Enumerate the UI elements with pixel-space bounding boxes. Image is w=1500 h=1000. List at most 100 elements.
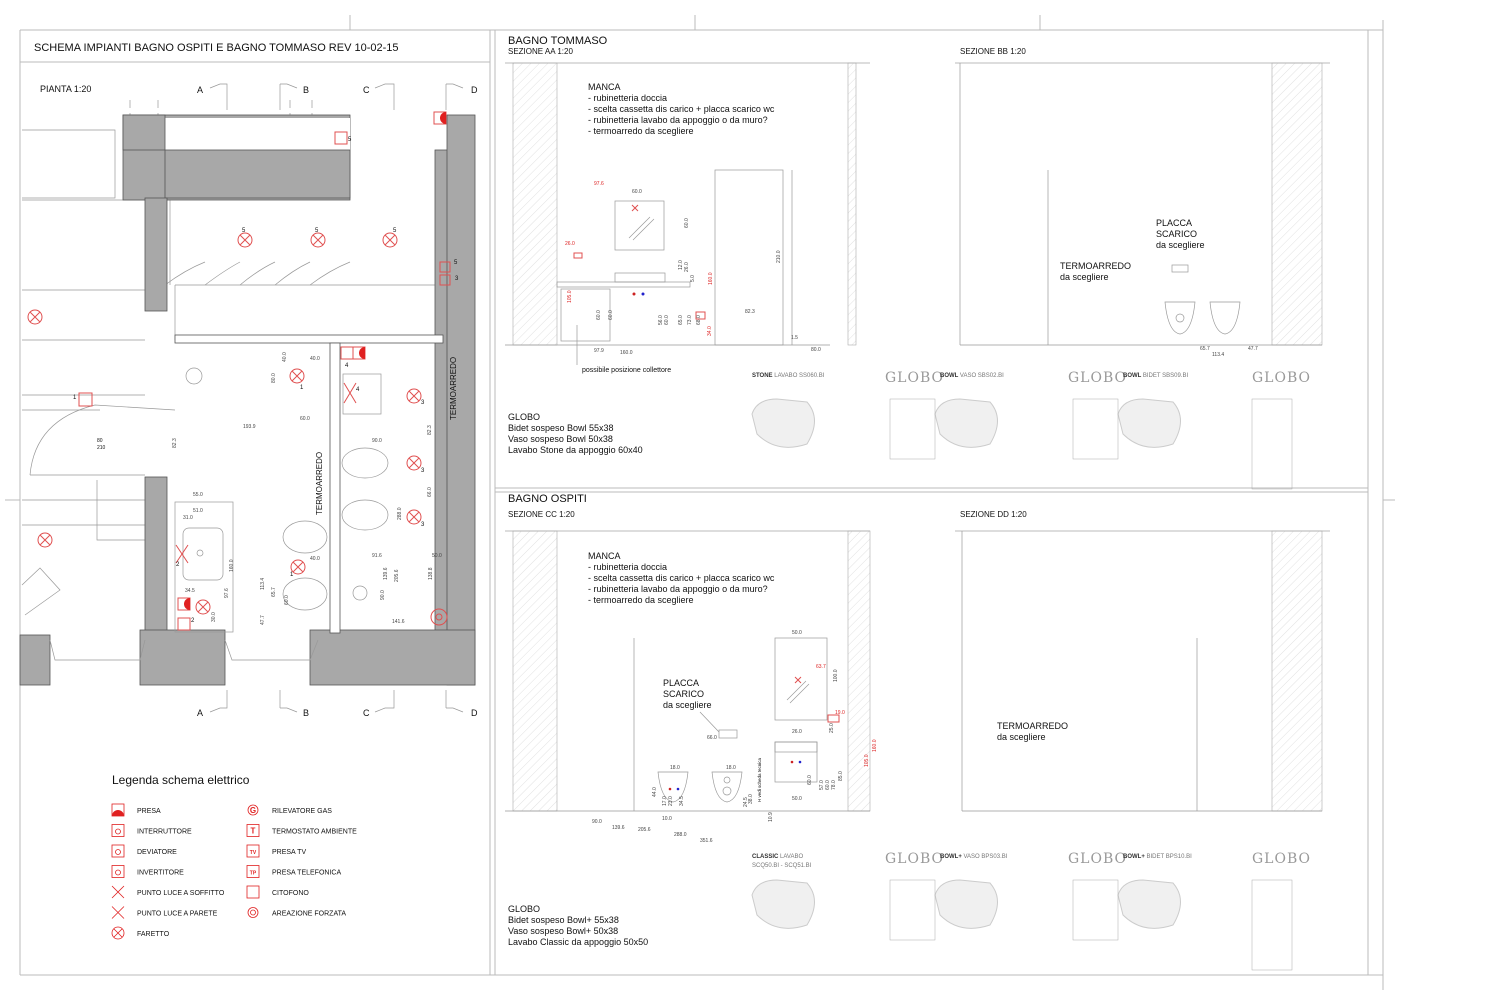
manca-title: MANCA <box>588 82 621 92</box>
product-name: STONE LAVABO SS060.BI <box>752 373 825 379</box>
globo-line: Bidet sospeso Bowl+ 55x38 <box>508 915 619 925</box>
technical-drawing <box>889 879 936 941</box>
marker-d-top: D <box>471 85 478 95</box>
placca-label: PLACCA <box>1156 218 1192 228</box>
dimension-label: 57.0 <box>819 780 825 790</box>
bagno-tommaso: BAGNO TOMMASO SEZIONE AA 1:20 SEZIONE BB… <box>505 35 1330 490</box>
dimension-label: 80.0 <box>271 373 277 383</box>
manca-item: - termoarredo da scegliere <box>588 126 694 136</box>
product-card: GLOBO <box>1251 370 1310 490</box>
door-height: 210 <box>97 445 106 451</box>
dimension-label: 90.0 <box>380 590 386 600</box>
faretto-icon <box>382 232 398 248</box>
presa-tv-icon <box>246 844 260 858</box>
dimension-label: 160.0 <box>708 272 714 285</box>
circuit-number: 3 <box>421 522 425 528</box>
dimension-label: 34.5 <box>185 588 195 594</box>
technical-drawing <box>1251 398 1293 490</box>
manca-item: - rubinetteria lavabo da appoggio o da m… <box>588 584 768 594</box>
product-image <box>1117 879 1181 929</box>
section-dd-label: SEZIONE DD 1:20 <box>960 510 1027 519</box>
faretto-icon <box>195 599 211 615</box>
circuit-numbers: 5 5 5 5 5 3 1 1 4 4 3 3 3 2 2 1 <box>73 137 459 624</box>
plan-fixtures <box>21 367 448 633</box>
faretto-icon <box>290 559 306 575</box>
manca-item: - rubinetteria doccia <box>588 93 667 103</box>
bagno-tommaso-title: BAGNO TOMMASO <box>508 35 608 47</box>
dimension-label: 80.0 <box>811 347 821 353</box>
product-image <box>1117 398 1181 448</box>
dimension-label: 26.0 <box>565 241 575 247</box>
placca-label: da scegliere <box>663 700 712 710</box>
legend-label: PRESA <box>137 808 161 815</box>
dimension-label: 56.0 <box>658 315 664 325</box>
dimension-label: 90.0 <box>372 438 382 444</box>
dimension-label: 60.0 <box>807 775 813 785</box>
dimension-label: 24.5 <box>743 797 749 807</box>
dimension-label: 68.0 <box>696 315 702 325</box>
dimension-label: 65.7 <box>271 587 277 597</box>
rilevatore-gas-icon <box>247 804 259 816</box>
faretto-icon <box>406 388 422 404</box>
product-image <box>934 879 998 929</box>
dimension-label: 160.0 <box>872 739 878 752</box>
legend-label: TERMOSTATO AMBIENTE <box>272 829 357 836</box>
dimension-label: 60.0 <box>825 780 831 790</box>
dimension-label: 288.0 <box>397 507 403 520</box>
legend-item: DEVIATORE <box>111 844 177 858</box>
dimension-label: 1.5 <box>791 335 798 341</box>
dimension-label: 34.5 <box>679 796 685 806</box>
technical-drawing <box>889 398 936 460</box>
dimension-label: 40.0 <box>310 556 320 562</box>
legend-item: PRESA <box>111 803 161 817</box>
dimension-label: 193.9 <box>243 424 256 430</box>
product-card: STONE LAVABO SS060.BI <box>751 373 825 448</box>
marker-a-top: A <box>197 85 203 95</box>
bagno-ospiti-title: BAGNO OSPITI <box>508 493 587 505</box>
circuit-number: 3 <box>421 468 425 474</box>
product-name: BOWL BIDET SBS09.BI <box>1123 373 1188 379</box>
legend-item: CITOFONO <box>246 885 309 899</box>
manca-item: - termoarredo da scegliere <box>588 595 694 605</box>
dimension-label: 18.0 <box>670 765 680 771</box>
termostato-icon <box>246 824 260 837</box>
marker-d-bottom: D <box>471 708 478 718</box>
legend-item: FARETTO <box>111 926 170 940</box>
dimension-label: 25.0 <box>829 723 835 733</box>
circuit-number: 3 <box>455 276 459 282</box>
dimension-label: 63.7 <box>816 664 826 670</box>
dimension-label: 351.6 <box>700 838 713 844</box>
dimension-label: 97.9 <box>594 348 604 354</box>
dimension-label: 78.0 <box>831 780 837 790</box>
deviatore-icon <box>111 844 125 858</box>
circuit-number: 4 <box>345 363 349 369</box>
dimension-label: 51.0 <box>193 508 203 514</box>
marker-a-bottom: A <box>197 708 203 718</box>
brand-logo: GLOBO <box>885 370 944 386</box>
presa-icon <box>111 803 125 817</box>
legend-glyph: TP <box>250 871 257 877</box>
dimension-label: 82.3 <box>427 425 433 435</box>
legend-label: DEVIATORE <box>137 849 177 856</box>
circuit-number: 5 <box>348 137 352 143</box>
dimension-label: 60.0 <box>300 416 310 422</box>
dimension-label: 205.6 <box>394 569 400 582</box>
dimension-label: 97.6 <box>594 181 604 187</box>
product-card: GLOBO <box>1251 851 1310 971</box>
dimension-label: 18.0 <box>726 765 736 771</box>
product-image <box>934 398 998 448</box>
circuit-number: 2 <box>176 562 180 568</box>
dimension-label: 60.0 <box>684 218 690 228</box>
sheet-frame <box>5 15 1395 990</box>
manca-item: - rubinetteria doccia <box>588 562 667 572</box>
globo-line: Bidet sospeso Bowl 55x38 <box>508 423 614 433</box>
dimension-label: 210.0 <box>776 250 782 263</box>
dimension-label: 23.0 <box>668 796 674 806</box>
dimension-label: 19.0 <box>835 710 845 716</box>
manca-title: MANCA <box>588 551 621 561</box>
dimension-label: 105.0 <box>864 754 870 767</box>
